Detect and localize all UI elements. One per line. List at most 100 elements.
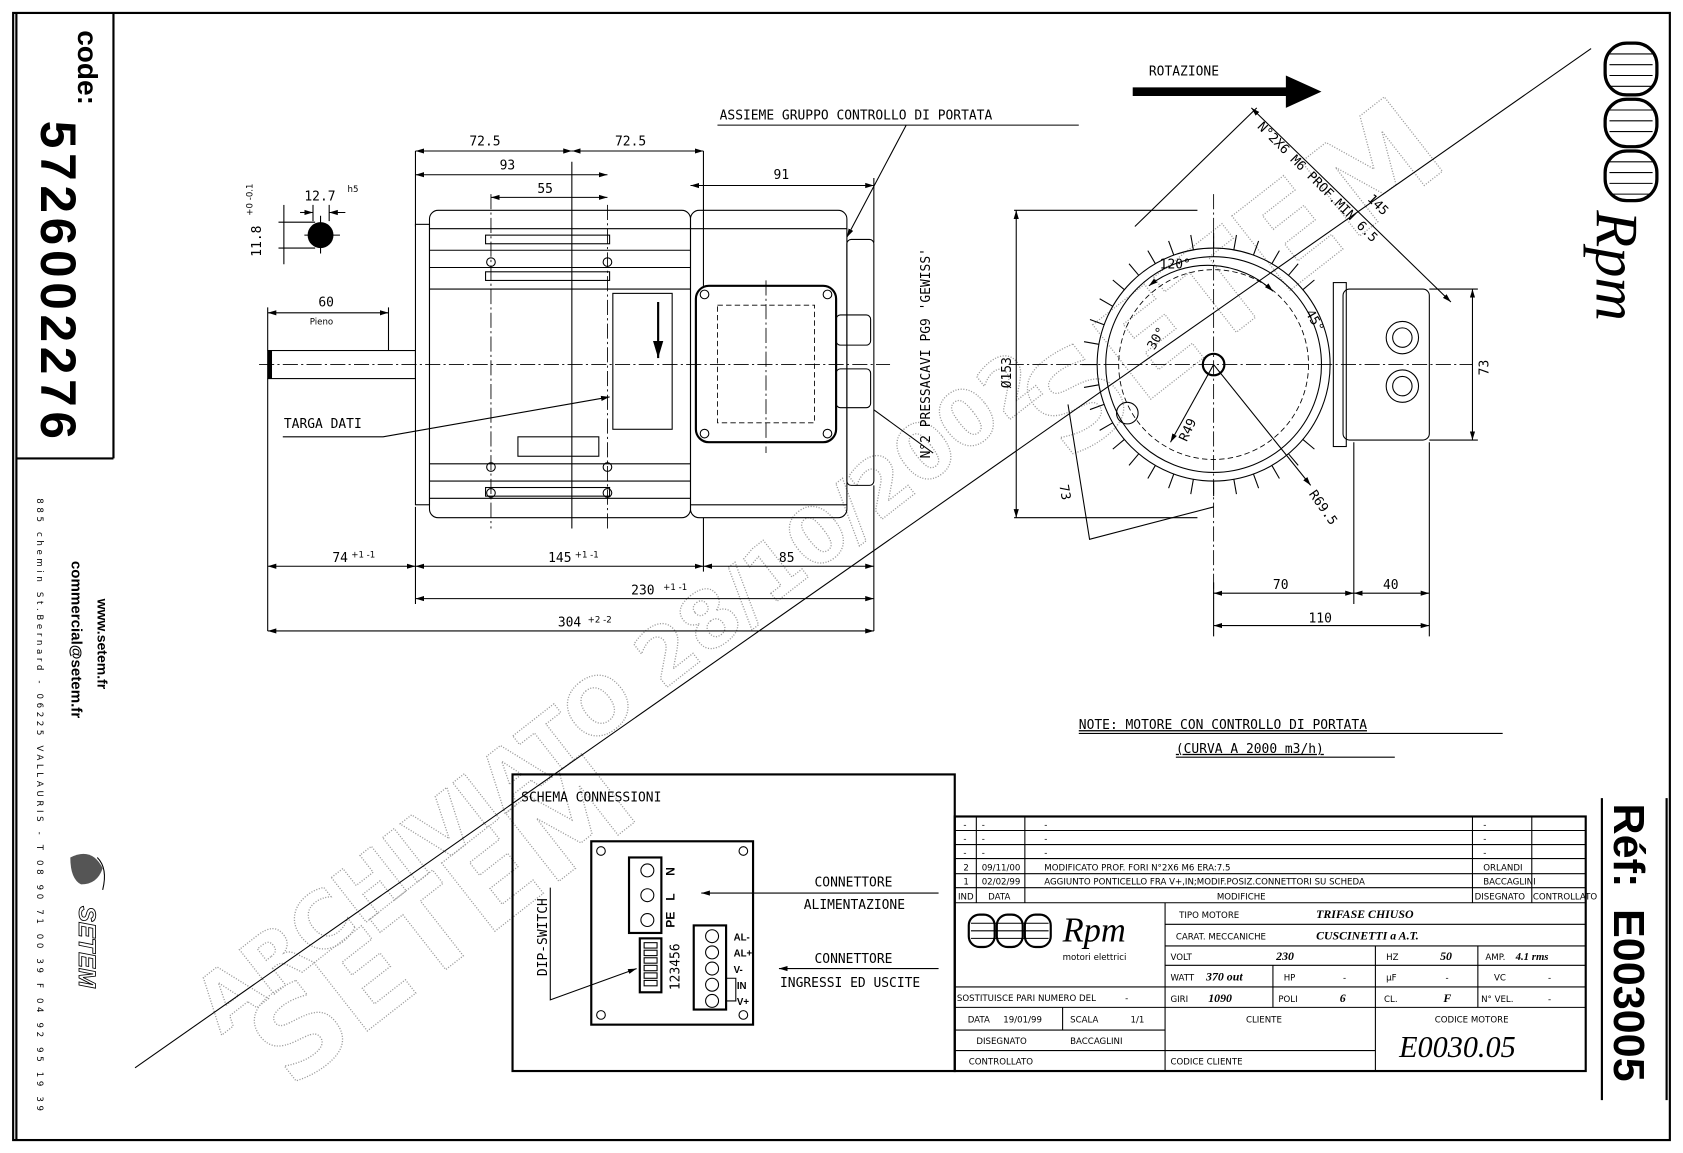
svg-text:h5: h5 [348,185,359,195]
nameplate [612,292,673,430]
svg-text:SOSTITUISCE PARI NUMERO DEL: SOSTITUISCE PARI NUMERO DEL [957,994,1096,1004]
ref-text: Réf:E003005 [1604,804,1652,1082]
svg-text:DATA: DATA [988,893,1010,903]
svg-text:V-: V- [734,965,743,976]
svg-text:IND: IND [958,893,974,903]
revision-date: 02/02/99 [982,877,1021,887]
setem-logo: SETEM [70,853,105,989]
gland-top [1385,320,1420,355]
circuit-board [590,840,755,1026]
svg-text:HP: HP [1284,973,1296,983]
svg-text:1090: 1090 [1208,991,1232,1005]
svg-text:-: - [1343,973,1346,983]
connection-schema: SCHEMA CONNESSIONI N L PE AL- AL+ V- IN … [511,773,956,1073]
svg-text:AL+: AL+ [734,949,753,960]
note-line-1: NOTE: MOTORE CON CONTROLLO DI PORTATA [1079,718,1367,733]
cooling-fin [1083,341,1099,345]
svg-text:AL-: AL- [734,933,750,944]
code-value: 5726002276 [30,121,86,439]
svg-text:GIRI: GIRI [1170,995,1188,1005]
revision-ind: - [963,820,966,830]
svg-text:CARAT. MECCANICHE: CARAT. MECCANICHE [1176,932,1266,942]
svg-text:-: - [1446,973,1449,983]
fan-cover [689,209,848,519]
revision-drawn: - [1483,848,1486,858]
dim-85: 85 [779,551,795,566]
svg-text:AMP.: AMP. [1485,953,1505,963]
svg-text:CLIENTE: CLIENTE [1246,1015,1282,1025]
io-terminal-block [692,924,728,1011]
revision-drawn: - [1483,834,1486,844]
svg-text:CODICE CLIENTE: CODICE CLIENTE [1170,1058,1242,1068]
dim-91: 91 [774,168,790,183]
cooling-fin [1128,453,1140,466]
svg-text:DISEGNATO: DISEGNATO [1475,893,1526,903]
svg-text:IN: IN [737,981,747,992]
svg-text:Rpm: Rpm [1062,912,1126,950]
svg-text:DISEGNATO: DISEGNATO [976,1037,1027,1047]
svg-text:motori elettrici: motori elettrici [1063,953,1127,963]
dim-110: 110 [1309,611,1332,626]
dim-60-note: Pieno [310,318,333,328]
svg-text:CL.: CL. [1384,995,1398,1005]
svg-text:HZ: HZ [1386,953,1398,963]
svg-text:230: 230 [1275,949,1294,963]
svg-text:WATT: WATT [1170,973,1194,983]
dim-230: 230+1 -1 [631,583,687,598]
svg-text:N: N [663,867,677,876]
svg-text:1/1: 1/1 [1131,1015,1145,1025]
cooling-fin [1168,240,1175,256]
cooling-fin [1112,279,1125,291]
rotation-arrow-icon [1132,75,1322,108]
right-panel: Rpm Réf:E003005 [1583,41,1668,1101]
cooling-fin [1099,298,1113,307]
cooling-fin [1089,319,1105,326]
motor-body [428,209,692,519]
revision-drawn: - [1483,820,1486,830]
dip-switch [638,937,663,994]
revision-ind: - [963,848,966,858]
svg-text:MODIFICHE: MODIFICHE [1217,893,1266,903]
revision-ind: 2 [963,863,968,873]
dim-73-right: 73 [1478,360,1493,376]
revision-text: MODIFICATO PROF. FORI N°2X6 M6 ERA:7.5 [1044,863,1230,873]
rotation-label: ROTAZIONE [1149,65,1219,80]
front-cap [846,238,875,486]
cooling-fin [1099,422,1113,431]
revision-drawn: ORLANDI [1483,863,1522,873]
nameplate-label: TARGA DATI [284,417,362,432]
revision-text: - [1044,820,1047,830]
email-text: commercial@setem.fr [67,561,84,718]
svg-text:+0 -0.1: +0 -0.1 [246,183,256,215]
revision-text: AGGIUNTO PONTICELLO FRA V+,IN;MODIF.POSI… [1044,877,1365,887]
dim-73-left: 73 [1055,483,1072,501]
revision-ind: - [963,834,966,844]
cooling-fin [1252,473,1260,489]
dim-diam-153: Ø153 [1000,357,1015,388]
svg-text:11.8: 11.8 [250,226,265,257]
revision-drawn: BACCAGLINI [1483,877,1535,887]
svg-text:N° VEL.: N° VEL. [1481,995,1513,1005]
bolt-holes [486,257,613,498]
cooling-fin [1168,473,1175,489]
cooling-fin [1089,403,1105,411]
svg-text:-: - [1548,995,1551,1005]
svg-text:POLI: POLI [1278,995,1297,1005]
svg-text:TRIFASE CHIUSO: TRIFASE CHIUSO [1316,907,1414,921]
power-terminal-block [627,856,663,935]
cooling-fin [1112,439,1125,450]
svg-text:µF: µF [1386,973,1396,983]
svg-text:SETEM: SETEM [73,906,99,989]
cooling-fin [1190,479,1194,495]
dim-70: 70 [1273,578,1289,593]
gland-bottom [1385,369,1420,403]
revision-text: - [1044,848,1047,858]
svg-text:SCALA: SCALA [1070,1015,1098,1025]
cooling-fin [1190,234,1194,250]
svg-text:12.7: 12.7 [304,190,335,205]
radius-49: R49 [1177,416,1200,444]
svg-text:370 out: 370 out [1205,969,1243,983]
revision-ind: 1 [963,877,968,887]
